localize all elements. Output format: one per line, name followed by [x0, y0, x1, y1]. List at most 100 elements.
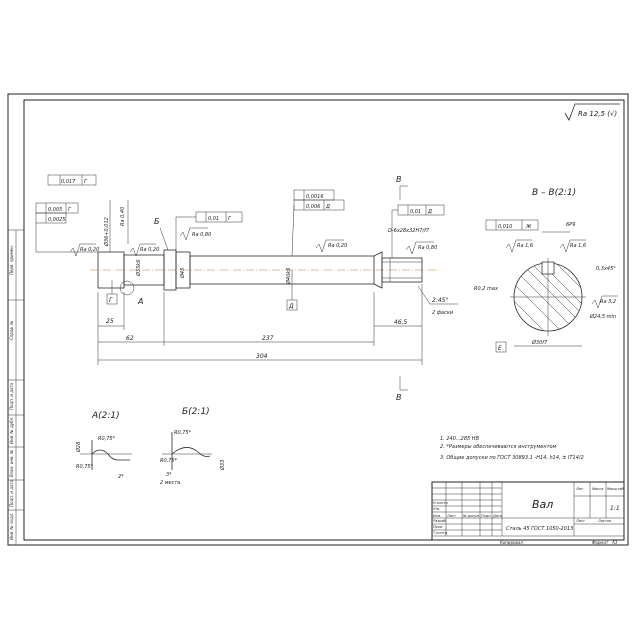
fcf-runout-4: 0,01 — [410, 209, 421, 215]
part-name: Вал — [532, 498, 553, 511]
tb-sheet: Лист — [575, 519, 586, 523]
fcf-datum-3: Г — [228, 216, 232, 222]
dim-237: 237 — [262, 335, 274, 342]
fcf-left: 0,017 Г 0,005 Г 0,0025 — [35, 174, 98, 253]
tb-row-date: Дата — [492, 514, 502, 518]
left-sidebar: Перв. примен. Справ. № Подп. и дата Инв.… — [8, 229, 24, 545]
fcf-cyl-3: 0,006 — [306, 204, 320, 210]
ra-4: Ra 0,20 — [328, 243, 347, 249]
section-title: B – B(2:1) — [532, 188, 576, 198]
dim-keyway: 6Р9 — [566, 222, 575, 228]
ra-5: Ra 0,80 — [418, 245, 437, 251]
sheet-border — [7, 93, 629, 546]
spline-spec: D-6х28х32Н7/f7 — [388, 228, 430, 234]
detail-b-width: 3* — [166, 472, 172, 478]
sidebar-label-2: Справ. № — [9, 321, 14, 340]
fcf-datum-zh: Ж — [525, 224, 532, 230]
tb-row-izm: Изм. — [433, 514, 441, 518]
cut-marker-top: B — [396, 175, 402, 184]
dim-dia-36: Ø36+0,012 — [103, 217, 110, 247]
tb-row-doc: № докум. — [462, 514, 480, 518]
fcf-sym: 0,010 — [498, 224, 512, 230]
ra-3: Ra 0,80 — [192, 232, 211, 238]
ra-9: Ra 0,40 — [120, 207, 126, 226]
fcf-spline-area: 0,0016 0,006 Д 0,01 Д D-6х28х32Н7/f7 — [291, 189, 445, 258]
title-block: Изм. Лист № докум. Подп. Дата Разраб. Пр… — [431, 481, 625, 541]
cut-marker-bottom: B — [396, 393, 402, 402]
detail-a-r2: R0,75* — [76, 464, 94, 470]
body — [189, 255, 375, 285]
ra-2: Ra 0,20 — [140, 247, 159, 253]
fcf-middle: 0,01 Г — [175, 211, 243, 250]
cut-markers: B B — [396, 175, 408, 402]
sidebar-label-6: Подп. и дата — [9, 479, 14, 507]
general-roughness-text: Ra 12,5 (√) — [578, 110, 617, 118]
tb-lit: Лит. — [575, 487, 584, 491]
tb-role-ncontr: Н.контр. — [433, 501, 449, 505]
ra-6: Ra 1,6 — [517, 243, 533, 249]
dim-25: 25 — [106, 318, 114, 325]
sidebar-label-5: Взам. инв. № — [9, 450, 14, 477]
detail-b: Б(2:1) R0,75* R0,75* 3* 2 места Ø33 — [160, 407, 226, 486]
dim-dia-45: Ø45 — [179, 268, 186, 279]
fcf-runout-3: 0,0016 — [306, 194, 324, 200]
fcf-cyl-1: 0,0025 — [48, 217, 66, 223]
datum-d-text: Д — [288, 303, 294, 310]
sidebar-label-1: Перв. примен. — [9, 245, 14, 275]
fcf-datum-2: Г — [68, 207, 72, 213]
spline-end — [381, 257, 423, 283]
detail-a-title: A(2:1) — [91, 411, 120, 421]
tb-copied: Копировал — [500, 540, 523, 545]
tb-scale: Масштаб — [607, 487, 624, 491]
sidebar-label-3: Подп. и дата — [9, 382, 14, 410]
detail-b-dia: Ø33 — [219, 460, 226, 471]
tb-format-value: А3 — [611, 540, 618, 545]
dim-304: 304 — [256, 353, 268, 360]
dim-depth: Ø24,5 min — [589, 313, 616, 320]
detail-b-title: Б(2:1) — [182, 407, 210, 417]
tech-notes: 1. 240...285 HB 2. *Размеры обеспечивают… — [440, 436, 584, 461]
dim-sec-chamfer: 0,3х45° — [596, 266, 616, 272]
fcf-datum-1: Г — [84, 179, 88, 185]
tb-scale-value: 1:1 — [610, 505, 620, 512]
ra-8: Ra 3,2 — [600, 299, 616, 305]
dim-hole: Ø30f7 — [531, 339, 548, 346]
tb-role-check: Пров. — [433, 525, 443, 529]
datum-g-text: Г — [109, 297, 113, 304]
tb-mass: Масса — [592, 487, 603, 491]
dimensions: 25 62 237 304 46,5 2:45° 2 фаски Ø36+0,0… — [97, 200, 458, 365]
drawing-frame — [23, 99, 625, 541]
dim-dia-40: Ø40k6 — [285, 268, 292, 285]
detail-b-note: 2 места — [160, 480, 180, 486]
dim-chamfer: 2:45° — [432, 297, 448, 304]
ra-7: Ra 1,6 — [570, 243, 586, 249]
fcf-runout-2: 0,01 — [208, 216, 219, 222]
sidebar-label-4: Инв. № дубл. — [9, 417, 14, 444]
dim-62: 62 — [126, 335, 134, 342]
dim-46-5: 46,5 — [394, 319, 408, 326]
shaft-main-view: A Б — [90, 217, 440, 306]
tb-role-dev: Разраб. — [433, 519, 447, 523]
tb-format: Формат — [592, 540, 609, 545]
detail-a-width: 2* — [118, 474, 124, 480]
fcf-runout-1: 0,017 — [61, 179, 76, 185]
general-roughness: Ra 12,5 (√) — [564, 103, 620, 121]
ra-1: Ra 0,20 — [80, 247, 99, 253]
detail-a: A(2:1) R0,75* R0,75* Ø28 2* — [75, 411, 132, 480]
roughness-marks: Ra 0,20 Ra 0,20 Ra 0,80 Ra 0,20 Ra 0,80 … — [69, 200, 437, 257]
dim-fillet: R0,2 max — [474, 286, 498, 292]
detail-b-r2: R0,75* — [160, 458, 178, 464]
tb-role-approve: Утв. — [433, 507, 440, 511]
datum-e-text: Е — [498, 345, 502, 352]
datum-g-box: Г — [106, 280, 118, 305]
datum-d-box: Д — [286, 270, 298, 311]
part-material: Сталь 45 ГОСТ 1050-2013 — [506, 526, 573, 532]
tb-role-tcontr: Т.контр. — [433, 531, 448, 535]
fcf-profile-1: 0,005 — [48, 207, 62, 213]
fcf-datum-5: Д — [427, 209, 432, 215]
detail-a-dia: Ø28 — [75, 442, 82, 453]
detail-a-r1: R0,75* — [98, 436, 116, 442]
note-3: 3. Общие допуски по ГОСТ 30893.1 -H14, h… — [440, 455, 584, 461]
sidebar-label-7: Инв. № подл. — [9, 512, 14, 540]
